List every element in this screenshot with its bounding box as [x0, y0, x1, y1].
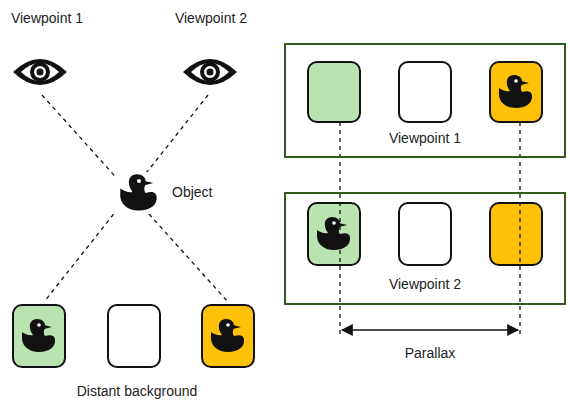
text-label: Object	[172, 184, 212, 200]
duck-image	[211, 319, 244, 352]
parallax-arrow	[342, 329, 518, 331]
duck-image	[317, 217, 350, 250]
duck-object	[120, 174, 156, 210]
view-panel: Viewpoint 1	[284, 43, 566, 158]
sight-lines	[42, 95, 228, 302]
text-label: Distant background	[77, 383, 198, 399]
text-label: Viewpoint 1	[11, 10, 83, 26]
background-squares	[13, 305, 254, 367]
duck-image	[22, 319, 55, 352]
view-panel: Viewpoint 2	[284, 192, 566, 305]
view-squares	[308, 62, 542, 265]
duck-image	[499, 75, 532, 108]
eye-icon	[13, 59, 67, 85]
panel-title: Viewpoint 2	[286, 276, 564, 292]
panel-title: Viewpoint 1	[286, 130, 564, 146]
text-label: Parallax	[405, 345, 456, 361]
eye-icon	[183, 59, 237, 85]
text-label: Viewpoint 2	[175, 10, 247, 26]
